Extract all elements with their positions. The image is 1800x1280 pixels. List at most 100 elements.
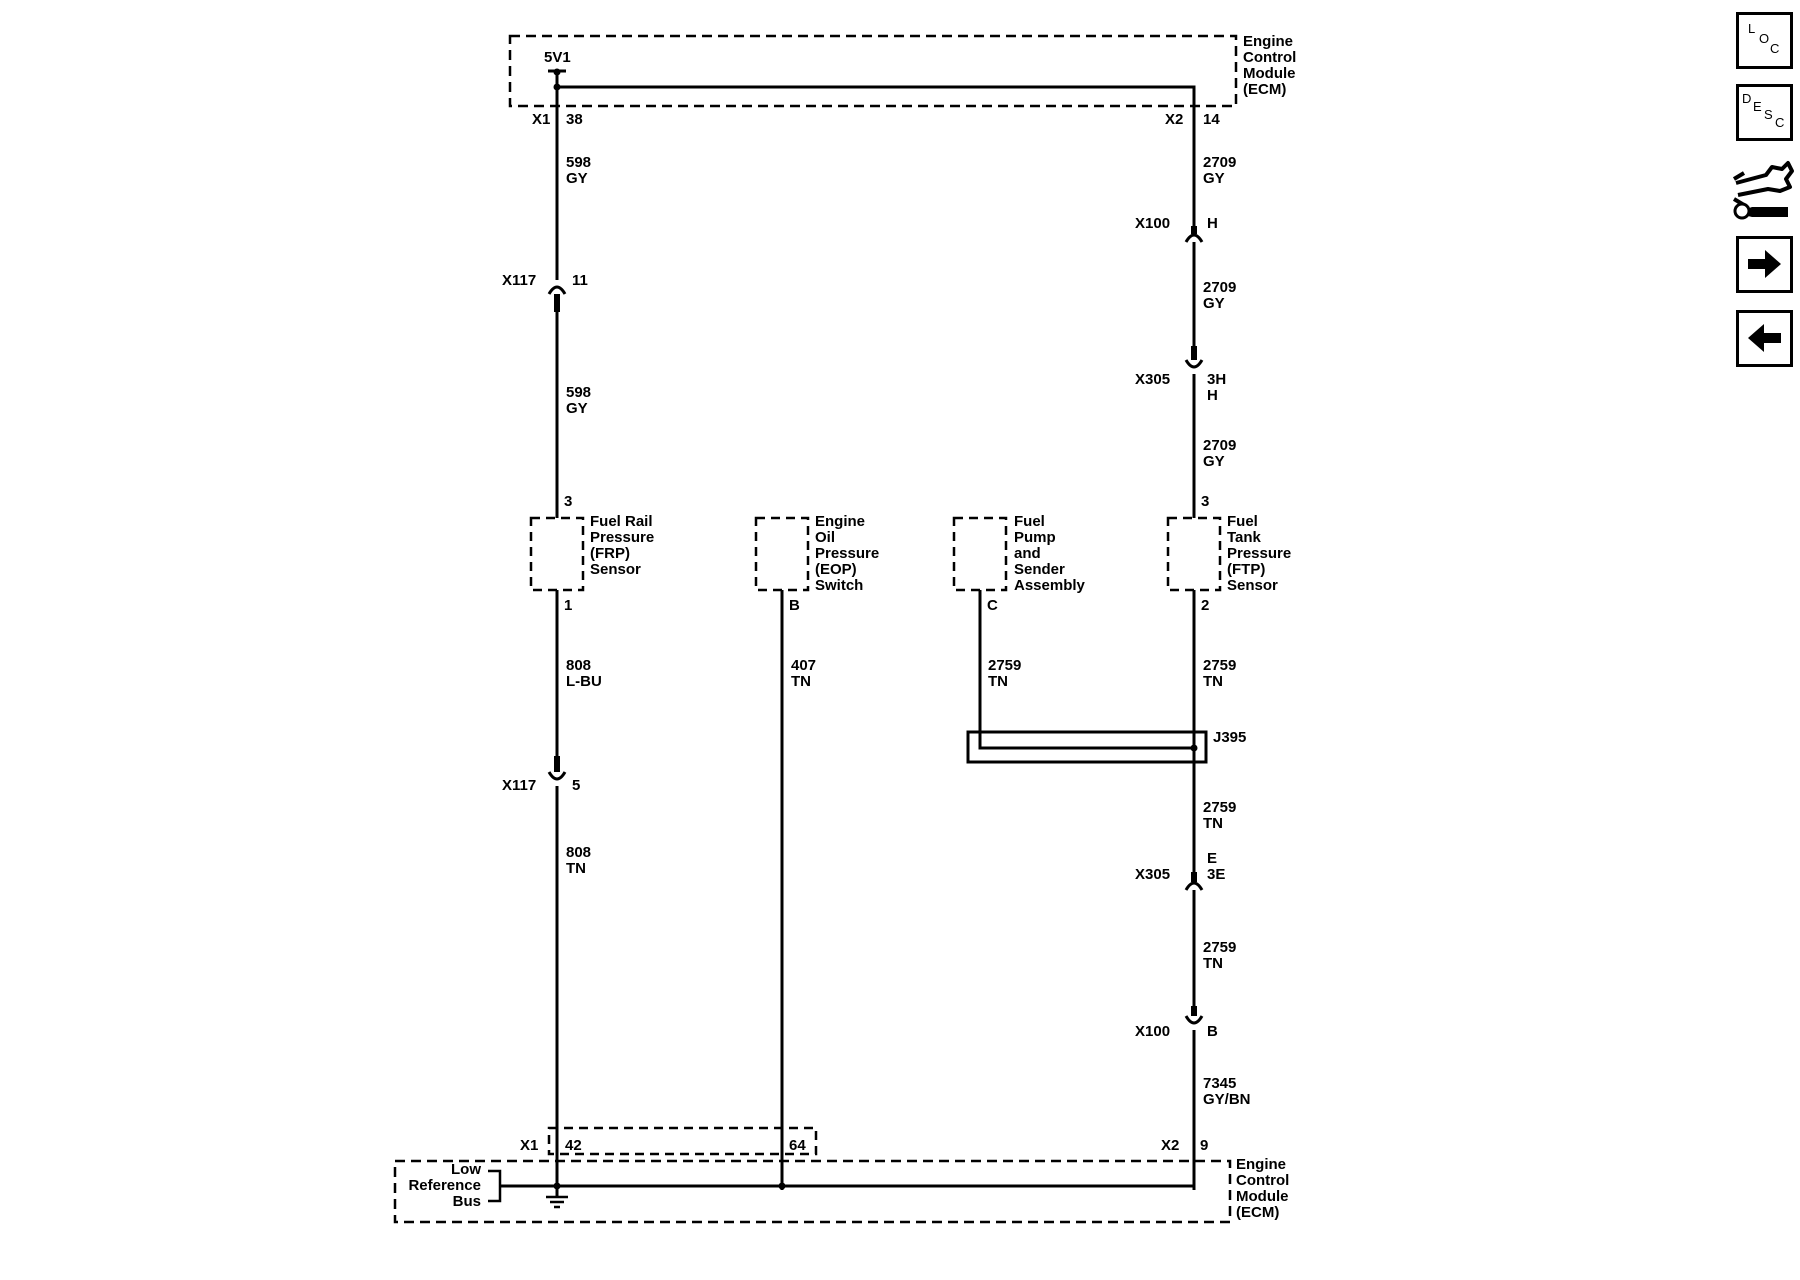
wire-2759-number-c: 2759 xyxy=(1203,799,1236,816)
ecm-top-label-4: (ECM) xyxy=(1243,81,1286,98)
pin-x117-5: 5 xyxy=(572,777,580,794)
frp-label-2: Pressure xyxy=(590,529,654,546)
wire-7345-number: 7345 xyxy=(1203,1075,1236,1092)
pin-ftp-2: 2 xyxy=(1201,597,1209,614)
pin-ftp-3: 3 xyxy=(1201,493,1209,510)
ftp-label-1: Fuel xyxy=(1227,513,1258,530)
desc-letter-e: E xyxy=(1753,99,1762,114)
connector-x305-b: X305 xyxy=(1135,866,1170,883)
desc-letter-d: D xyxy=(1742,91,1751,106)
wire-2759-number-a: 2759 xyxy=(988,657,1021,674)
previous-button[interactable] xyxy=(1736,310,1793,367)
wire-598-number-b: 598 xyxy=(566,384,591,401)
connector-x117-b: X117 xyxy=(502,777,536,794)
low-ref-label-3: Bus xyxy=(453,1193,481,1210)
wire-2759-color-c: TN xyxy=(1203,815,1223,832)
frp-label-1: Fuel Rail xyxy=(590,513,653,530)
connector-x100-a: X100 xyxy=(1135,215,1170,232)
wire-2709-color-b: GY xyxy=(1203,295,1225,312)
desc-button[interactable]: D E S C xyxy=(1736,84,1793,141)
ftp-label-5: Sensor xyxy=(1227,577,1278,594)
frp-label-4: Sensor xyxy=(590,561,641,578)
connector-x1-bottom: X1 xyxy=(520,1137,538,1154)
low-ref-label-2: Reference xyxy=(408,1177,481,1194)
pin-x305-h: H xyxy=(1207,387,1218,404)
wire-407-color: TN xyxy=(791,673,811,690)
ecm-bottom-label-3: Module xyxy=(1236,1188,1289,1205)
wire-598-color-b: GY xyxy=(566,400,588,417)
splice-j395: J395 xyxy=(1213,729,1246,746)
pin-x305-3h: 3H xyxy=(1207,371,1226,388)
wire-2759-number-d: 2759 xyxy=(1203,939,1236,956)
pump-label-3: and xyxy=(1014,545,1041,562)
pin-frp-3: 3 xyxy=(564,493,572,510)
ecm-bottom-label-4: (ECM) xyxy=(1236,1204,1279,1221)
frp-circuit: 598 GY X117 11 598 GY 3 Fuel Rail Pressu… xyxy=(502,106,654,1190)
loc-letter-c: C xyxy=(1770,41,1779,56)
pin-x2-9: 9 xyxy=(1200,1137,1208,1154)
wire-2709-color-a: GY xyxy=(1203,170,1225,187)
ecm-top-label-3: Module xyxy=(1243,65,1296,82)
eop-label-4: (EOP) xyxy=(815,561,857,578)
connector-tool-button[interactable] xyxy=(1730,155,1796,221)
pump-label-4: Sender xyxy=(1014,561,1065,578)
wire-808-color-b: TN xyxy=(566,860,586,877)
pin-x1-38: 38 xyxy=(566,111,583,128)
wire-598-number-a: 598 xyxy=(566,154,591,171)
wire-407-number: 407 xyxy=(791,657,816,674)
loc-button[interactable]: L O C xyxy=(1736,12,1793,69)
wire-808-number-b: 808 xyxy=(566,844,591,861)
pin-x1-64: 64 xyxy=(789,1137,806,1154)
ground-icon xyxy=(546,1195,568,1209)
eop-label-3: Pressure xyxy=(815,545,879,562)
loc-letter-l: L xyxy=(1748,21,1755,36)
eop-label-5: Switch xyxy=(815,577,863,594)
pin-x305-e: E xyxy=(1207,850,1217,867)
connector-x1-top: X1 xyxy=(532,111,550,128)
pump-label-5: Assembly xyxy=(1014,577,1086,594)
previous-arrow-icon xyxy=(1748,324,1781,352)
pin-frp-1: 1 xyxy=(564,597,572,614)
desc-icon: D E S C xyxy=(1742,91,1784,130)
wire-2709-number-b: 2709 xyxy=(1203,279,1236,296)
eop-label-1: Engine xyxy=(815,513,865,530)
wire-2759-color-b: TN xyxy=(1203,673,1223,690)
fuel-pump-circuit: Fuel Pump and Sender Assembly C 2759 TN xyxy=(952,513,1194,750)
pin-x305-3e: 3E xyxy=(1207,866,1225,883)
ftp-circuit: 2709 GY X100 H 2709 GY X305 3H H 2709 GY… xyxy=(966,106,1291,1190)
ecm-top-module: Engine Control Module (ECM) 5V1 X1 38 X2… xyxy=(508,33,1296,128)
ecm-bottom-label-2: Control xyxy=(1236,1172,1289,1189)
supply-5v1-label: 5V1 xyxy=(544,49,571,66)
desc-letter-c: C xyxy=(1775,115,1784,130)
ftp-label-4: (FTP) xyxy=(1227,561,1265,578)
wire-2709-number-a: 2709 xyxy=(1203,154,1236,171)
connector-tool-icon xyxy=(1732,161,1794,220)
pin-eop-b: B xyxy=(789,597,800,614)
wire-2759-number-b: 2759 xyxy=(1203,657,1236,674)
pump-label-1: Fuel xyxy=(1014,513,1045,530)
loc-letter-o: O xyxy=(1759,31,1769,46)
connector-x305-a: X305 xyxy=(1135,371,1170,388)
desc-letter-s: S xyxy=(1764,107,1773,122)
wire-598-color-a: GY xyxy=(566,170,588,187)
wire-2759-color-a: TN xyxy=(988,673,1008,690)
wire-808-number-a: 808 xyxy=(566,657,591,674)
ftp-label-3: Pressure xyxy=(1227,545,1291,562)
eop-label-2: Oil xyxy=(815,529,835,546)
next-arrow-icon xyxy=(1748,250,1781,278)
pin-x100-b: B xyxy=(1207,1023,1218,1040)
frp-label-3: (FRP) xyxy=(590,545,630,562)
pin-x117-11: 11 xyxy=(572,272,588,289)
pin-x2-14: 14 xyxy=(1203,111,1220,128)
ecm-bottom-label-1: Engine xyxy=(1236,1156,1286,1173)
pin-pump-c: C xyxy=(987,597,998,614)
wire-2709-color-c: GY xyxy=(1203,453,1225,470)
connector-x100-b: X100 xyxy=(1135,1023,1170,1040)
connector-x117-a: X117 xyxy=(502,272,536,289)
wire-2709-number-c: 2709 xyxy=(1203,437,1236,454)
next-button[interactable] xyxy=(1736,236,1793,293)
wire-808-color-a: L-BU xyxy=(566,673,602,690)
wire-2759-color-d: TN xyxy=(1203,955,1223,972)
ecm-top-label-1: Engine xyxy=(1243,33,1293,50)
